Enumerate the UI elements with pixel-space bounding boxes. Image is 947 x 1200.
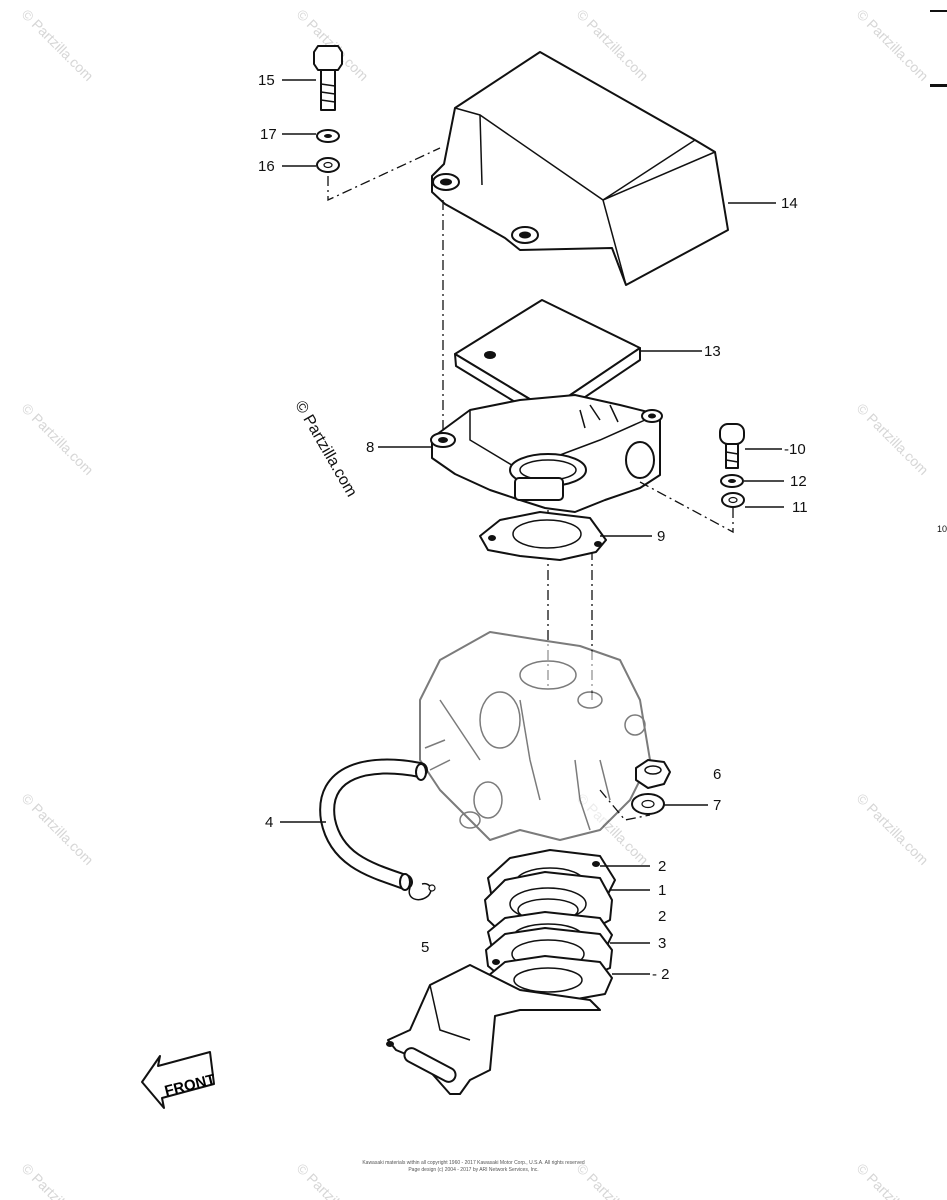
callout-14: 14 <box>781 195 798 212</box>
callout-1: 1 <box>658 882 667 899</box>
side-page-label: 10 <box>936 524 947 534</box>
footer-line-2: Page design (c) 2004 - 2017 by ARI Netwo… <box>408 1166 539 1173</box>
air-cleaner-base-part-8 <box>430 394 663 513</box>
edge-mark <box>930 10 947 12</box>
callout-13: 13 <box>704 343 721 360</box>
bolt-axis-line <box>327 147 441 202</box>
callout-2-upper: 2 <box>658 858 667 875</box>
footer-copyright: Kawasaki materials within all copyright … <box>0 1160 947 1173</box>
callout-5: 5 <box>421 939 430 956</box>
bracket-part-5 <box>386 964 601 1095</box>
leader-lines <box>280 79 784 975</box>
screw-axis-line <box>639 481 734 534</box>
callout-12: 12 <box>790 473 807 490</box>
callout-6: 6 <box>713 766 722 783</box>
lock-washer-part-17 <box>316 129 340 143</box>
callout-17: 17 <box>260 126 277 143</box>
callout-3: 3 <box>658 935 667 952</box>
edge-mark <box>930 84 947 87</box>
carburetor-body <box>419 631 651 841</box>
callout-2-lower: - 2 <box>652 966 670 983</box>
callout-15: 15 <box>258 72 275 89</box>
callout-2-middle: 2 <box>658 908 667 925</box>
gasket-part-9 <box>479 511 607 561</box>
callout-8: 8 <box>366 439 375 456</box>
callout-11: 11 <box>792 499 808 516</box>
callout-9: 9 <box>657 528 666 545</box>
callout-16: 16 <box>258 158 275 175</box>
washer-part-12 <box>720 474 744 488</box>
callout-10: -10 <box>784 441 806 458</box>
callout-7: 7 <box>713 797 722 814</box>
hose-part-4 <box>319 758 436 901</box>
front-direction-arrow: FRONT <box>141 1051 217 1109</box>
air-cleaner-cover-part-14 <box>431 51 729 286</box>
washer-part-7 <box>631 793 665 815</box>
screw-part-10 <box>719 423 745 469</box>
washer-part-11 <box>721 492 745 508</box>
washer-part-16 <box>316 157 340 173</box>
callout-4: 4 <box>265 814 274 831</box>
bolt-part-15 <box>313 45 343 111</box>
footer-line-1: Kawasaki materials within all copyright … <box>362 1160 585 1166</box>
nut-part-6 <box>635 759 671 789</box>
